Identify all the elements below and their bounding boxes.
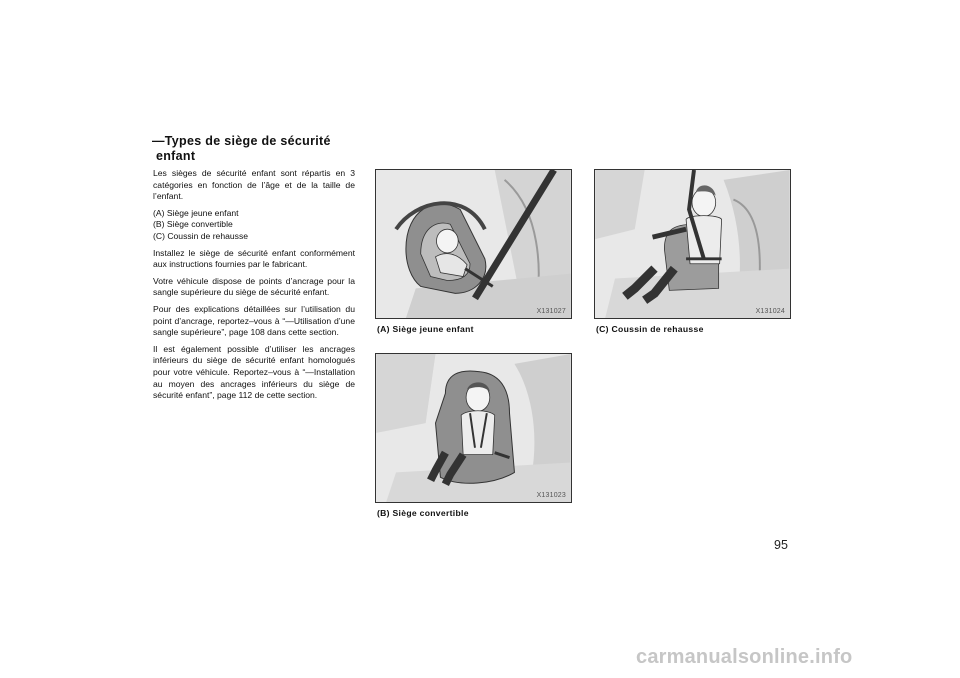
convertible-seat-illustration: [376, 354, 571, 502]
lower-anchor-paragraph: Il est également possible d’utiliser les…: [153, 343, 355, 401]
figure-convertible-seat: X131023: [375, 353, 572, 503]
infant-seat-illustration: [376, 170, 571, 318]
anchor-paragraph: Votre véhicule dispose de points d’ancra…: [153, 275, 355, 298]
caption-convertible-seat: (B) Siège convertible: [377, 508, 469, 518]
body-text: Les sièges de sécurité enfant sont répar…: [153, 168, 355, 407]
booster-seat-illustration: [595, 170, 790, 318]
section-heading-line2: enfant: [156, 149, 196, 163]
figure-code: X131023: [536, 492, 566, 499]
seat-type-list: (A) Siège jeune enfant (B) Siège convert…: [153, 208, 355, 243]
page-number: 95: [774, 538, 788, 552]
watermark: carmanualsonline.info: [636, 646, 853, 668]
caption-booster-seat: (C) Coussin de rehausse: [596, 324, 704, 334]
install-paragraph: Installez le siège de sécurité enfant co…: [153, 247, 355, 270]
intro-paragraph: Les sièges de sécurité enfant sont répar…: [153, 168, 355, 202]
list-item: (A) Siège jeune enfant: [153, 207, 239, 218]
figure-code: X131024: [755, 308, 785, 315]
details-paragraph: Pour des explications détaillées sur l’u…: [153, 303, 355, 338]
figure-code: X131027: [536, 308, 566, 315]
figure-infant-seat: X131027: [375, 169, 572, 319]
figure-booster-seat: X131024: [594, 169, 791, 319]
section-heading-line1: —Types de siège de sécurité: [152, 134, 331, 148]
list-item: (B) Siège convertible: [153, 219, 233, 230]
caption-infant-seat: (A) Siège jeune enfant: [377, 324, 474, 334]
list-item: (C) Coussin de rehausse: [153, 230, 249, 241]
section-heading: —Types de siège de sécurité enfant: [152, 134, 362, 164]
